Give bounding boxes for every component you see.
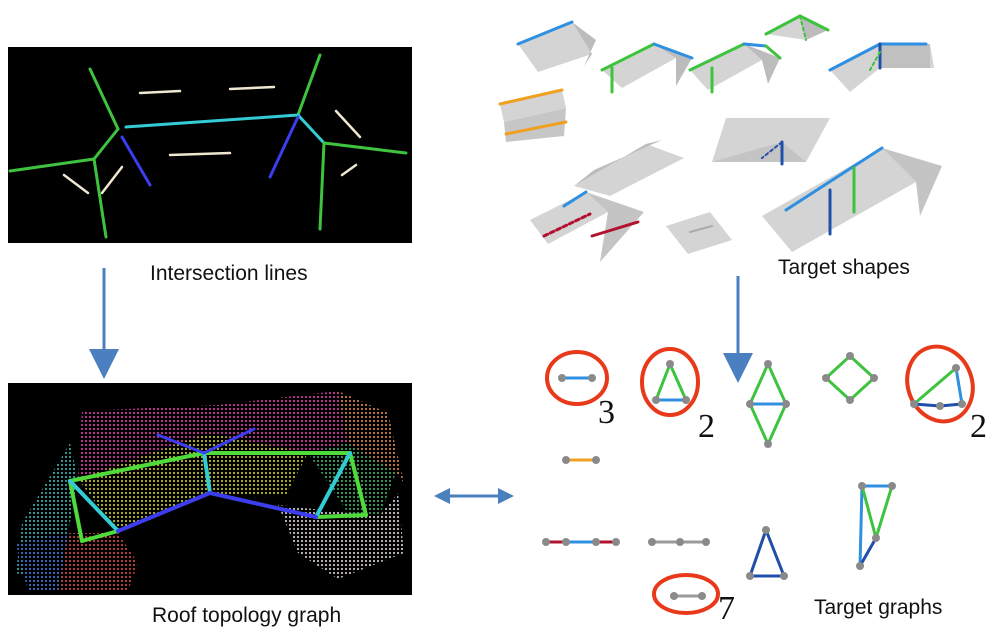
graph-diamond <box>746 360 790 448</box>
shape-shed <box>498 88 568 142</box>
count-short-edge: 7 <box>718 590 735 627</box>
line-blue-left <box>120 135 152 187</box>
intersection-lines-panel <box>8 47 412 243</box>
highlight-circle-single-edge <box>545 350 609 406</box>
roof-topology-panel <box>8 383 412 595</box>
target-shapes-label: Target shapes <box>778 256 910 279</box>
graph-short-edge <box>670 592 706 600</box>
shape-gable-red <box>530 190 644 262</box>
count-triangle: 2 <box>698 408 715 445</box>
line-cyan-main <box>124 113 300 129</box>
line-cyan-right <box>296 113 326 145</box>
arrow-bidirectional <box>434 488 514 504</box>
shape-hip-2 <box>688 42 782 94</box>
line-white-5 <box>62 173 90 195</box>
graph-tall-triangle <box>856 482 896 570</box>
shape-flat-small <box>666 212 732 254</box>
shape-l-gable <box>828 42 934 92</box>
shape-dormer <box>712 118 830 166</box>
line-white-6 <box>100 165 124 195</box>
graph-orange-edge <box>562 456 600 464</box>
graph-red-chain <box>542 538 620 546</box>
highlight-circle-quad <box>905 344 975 424</box>
line-green-7 <box>318 141 326 231</box>
count-quad: 2 <box>970 408 987 445</box>
line-white-3 <box>168 151 232 157</box>
shape-tent <box>764 14 830 41</box>
shape-gable-1 <box>516 20 596 72</box>
count-single-edge: 3 <box>598 394 615 431</box>
line-white-7 <box>340 163 358 177</box>
line-green-3 <box>8 157 96 173</box>
line-blue-right <box>268 115 300 179</box>
graph-gray-chain <box>648 538 710 546</box>
roof-point-cloud <box>16 391 404 591</box>
line-green-2 <box>92 127 120 161</box>
line-white-1 <box>138 89 182 95</box>
roof-graph-edges <box>68 427 368 543</box>
roof-topology-plot <box>16 391 404 591</box>
graph-rhombus <box>822 352 878 404</box>
target-graphs-label: Target graphs <box>814 596 943 619</box>
graph-quad <box>910 364 966 410</box>
highlight-circle-short-edge <box>652 573 720 615</box>
shape-hip-1 <box>600 42 694 94</box>
highlight-circle-triangle <box>640 347 700 417</box>
line-green-1 <box>88 67 120 131</box>
shape-large-gable <box>762 146 942 252</box>
graph-triangle <box>652 360 690 404</box>
intersection-lines-plot <box>8 53 408 239</box>
line-white-4 <box>334 109 362 139</box>
line-green-5 <box>296 53 322 117</box>
line-green-4 <box>92 157 108 239</box>
graph-single-edge <box>558 374 596 382</box>
line-white-2 <box>228 85 276 91</box>
intersection-lines-label: Intersection lines <box>150 262 308 285</box>
target-shapes <box>498 14 942 262</box>
line-green-6 <box>322 141 408 155</box>
shape-flat-gable <box>574 140 684 196</box>
target-graphs <box>542 344 975 615</box>
roof-topology-graph-label: Roof topology graph <box>152 604 342 627</box>
graph-dark-triangle <box>746 526 788 580</box>
